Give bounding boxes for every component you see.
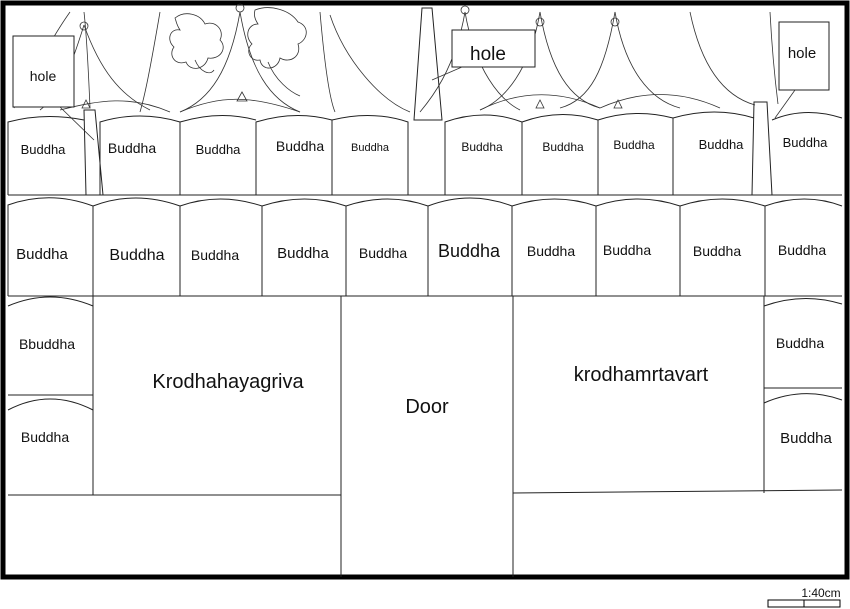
buddha-r1-6: Buddha <box>461 140 503 154</box>
buddha-r1-9: Buddha <box>699 137 745 152</box>
buddha-r2-5: Buddha <box>359 245 407 261</box>
buddha-row-2 <box>7 197 843 297</box>
buddha-left-col-1: Bbuddha <box>19 336 75 352</box>
buddha-r1-10: Buddha <box>783 135 829 150</box>
deity-left-label: Krodhahayagriva <box>152 371 304 393</box>
buddha-r1-3: Buddha <box>196 142 242 157</box>
buddha-r2-4: Buddha <box>277 245 329 262</box>
door-label: Door <box>405 396 449 418</box>
buddha-right-col-2: Buddha <box>780 430 832 447</box>
lower-section <box>7 296 843 577</box>
buddha-r1-2: Buddha <box>108 140 156 156</box>
scale-label: 1:40cm <box>801 586 840 600</box>
hole-box-right <box>778 21 830 91</box>
buddha-r1-8: Buddha <box>613 138 655 152</box>
hole-box-center <box>451 29 536 68</box>
hole-label-left: hole <box>30 68 57 84</box>
buddha-r2-7: Buddha <box>527 243 575 259</box>
buddha-r1-7: Buddha <box>542 140 584 154</box>
buddha-r1-5: Buddha <box>351 142 390 154</box>
scale-bar <box>767 599 841 608</box>
buddha-r2-1: Buddha <box>16 246 68 263</box>
hole-label-center: hole <box>470 44 506 65</box>
hole-box-left <box>12 35 75 108</box>
buddha-r2-2: Buddha <box>109 247 164 264</box>
buddha-left-col-2: Buddha <box>21 429 69 445</box>
buddha-row-1 <box>7 111 843 196</box>
deity-right-label: krodhamrtavart <box>574 364 709 386</box>
buddha-r1-4: Buddha <box>276 138 324 154</box>
buddha-r1-1: Buddha <box>21 142 67 157</box>
buddha-r2-10: Buddha <box>778 242 826 258</box>
buddha-r2-6: Buddha <box>438 241 501 261</box>
buddha-r2-9: Buddha <box>693 243 741 259</box>
outer-frame <box>0 0 850 580</box>
buddha-r2-8: Buddha <box>603 242 651 258</box>
buddha-r2-3: Buddha <box>191 247 239 263</box>
garland-decoration <box>13 3 779 113</box>
buddha-right-col-1: Buddha <box>776 335 824 351</box>
pillar-center <box>413 7 443 121</box>
pillar-right <box>751 101 773 196</box>
hole-label-right: hole <box>788 45 816 62</box>
